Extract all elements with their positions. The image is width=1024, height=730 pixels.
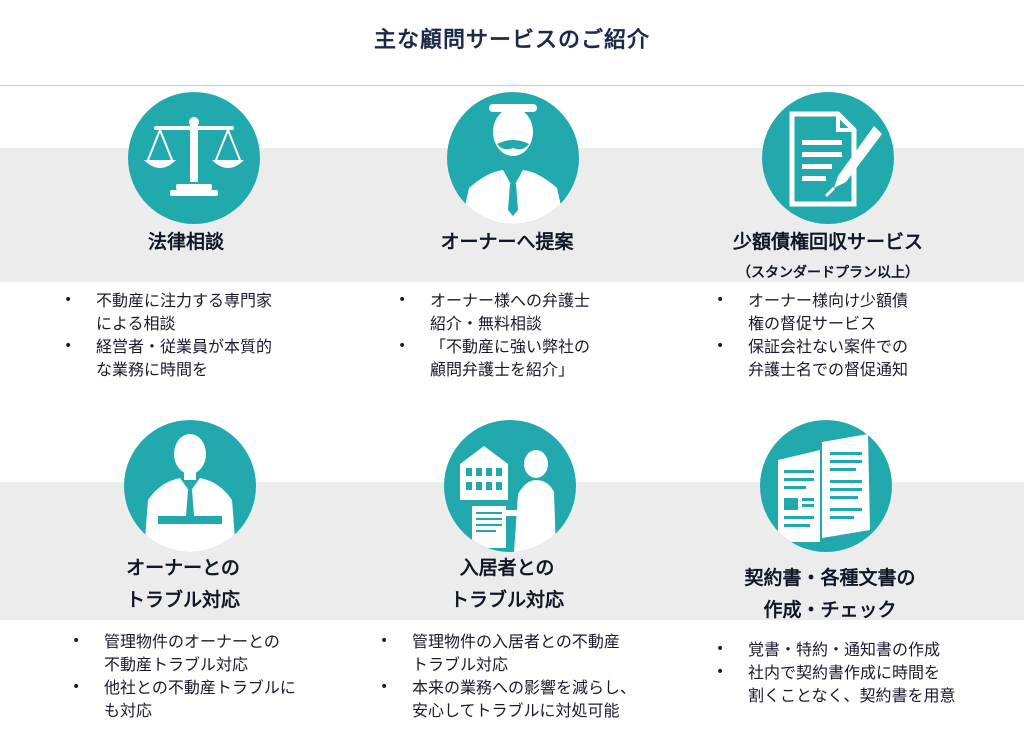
owner-bust-icon	[447, 92, 579, 224]
documents-icon	[760, 420, 892, 552]
service-label-tenant-trouble: 入居者との トラブル対応	[449, 557, 564, 611]
scales-icon	[128, 92, 260, 224]
building-person-icon	[444, 420, 576, 552]
title-divider	[0, 85, 1024, 86]
service-label-legal: 法律相談	[147, 231, 224, 253]
service-label-documents: 契約書・各種文書の 作成・チェック	[744, 567, 916, 621]
service-label-owner-trouble: オーナーとの トラブル対応	[125, 557, 240, 611]
businessman-icon	[124, 420, 256, 552]
service-label-owner-proposal: オーナーへ提案	[440, 231, 574, 253]
page-title: 主な顧問サービスのご紹介	[373, 28, 650, 53]
document-pen-icon	[762, 92, 894, 224]
service-label-debt-collection: 少額債権回収サービス	[732, 231, 923, 253]
list-item: 覚書・特約・通知書の作成	[712, 638, 956, 661]
list-item: 本来の業務への影響を減らし、安心してトラブルに対処可能	[376, 676, 636, 722]
service-sublabel-plan: （スタンダードプラン以上）	[737, 265, 919, 281]
